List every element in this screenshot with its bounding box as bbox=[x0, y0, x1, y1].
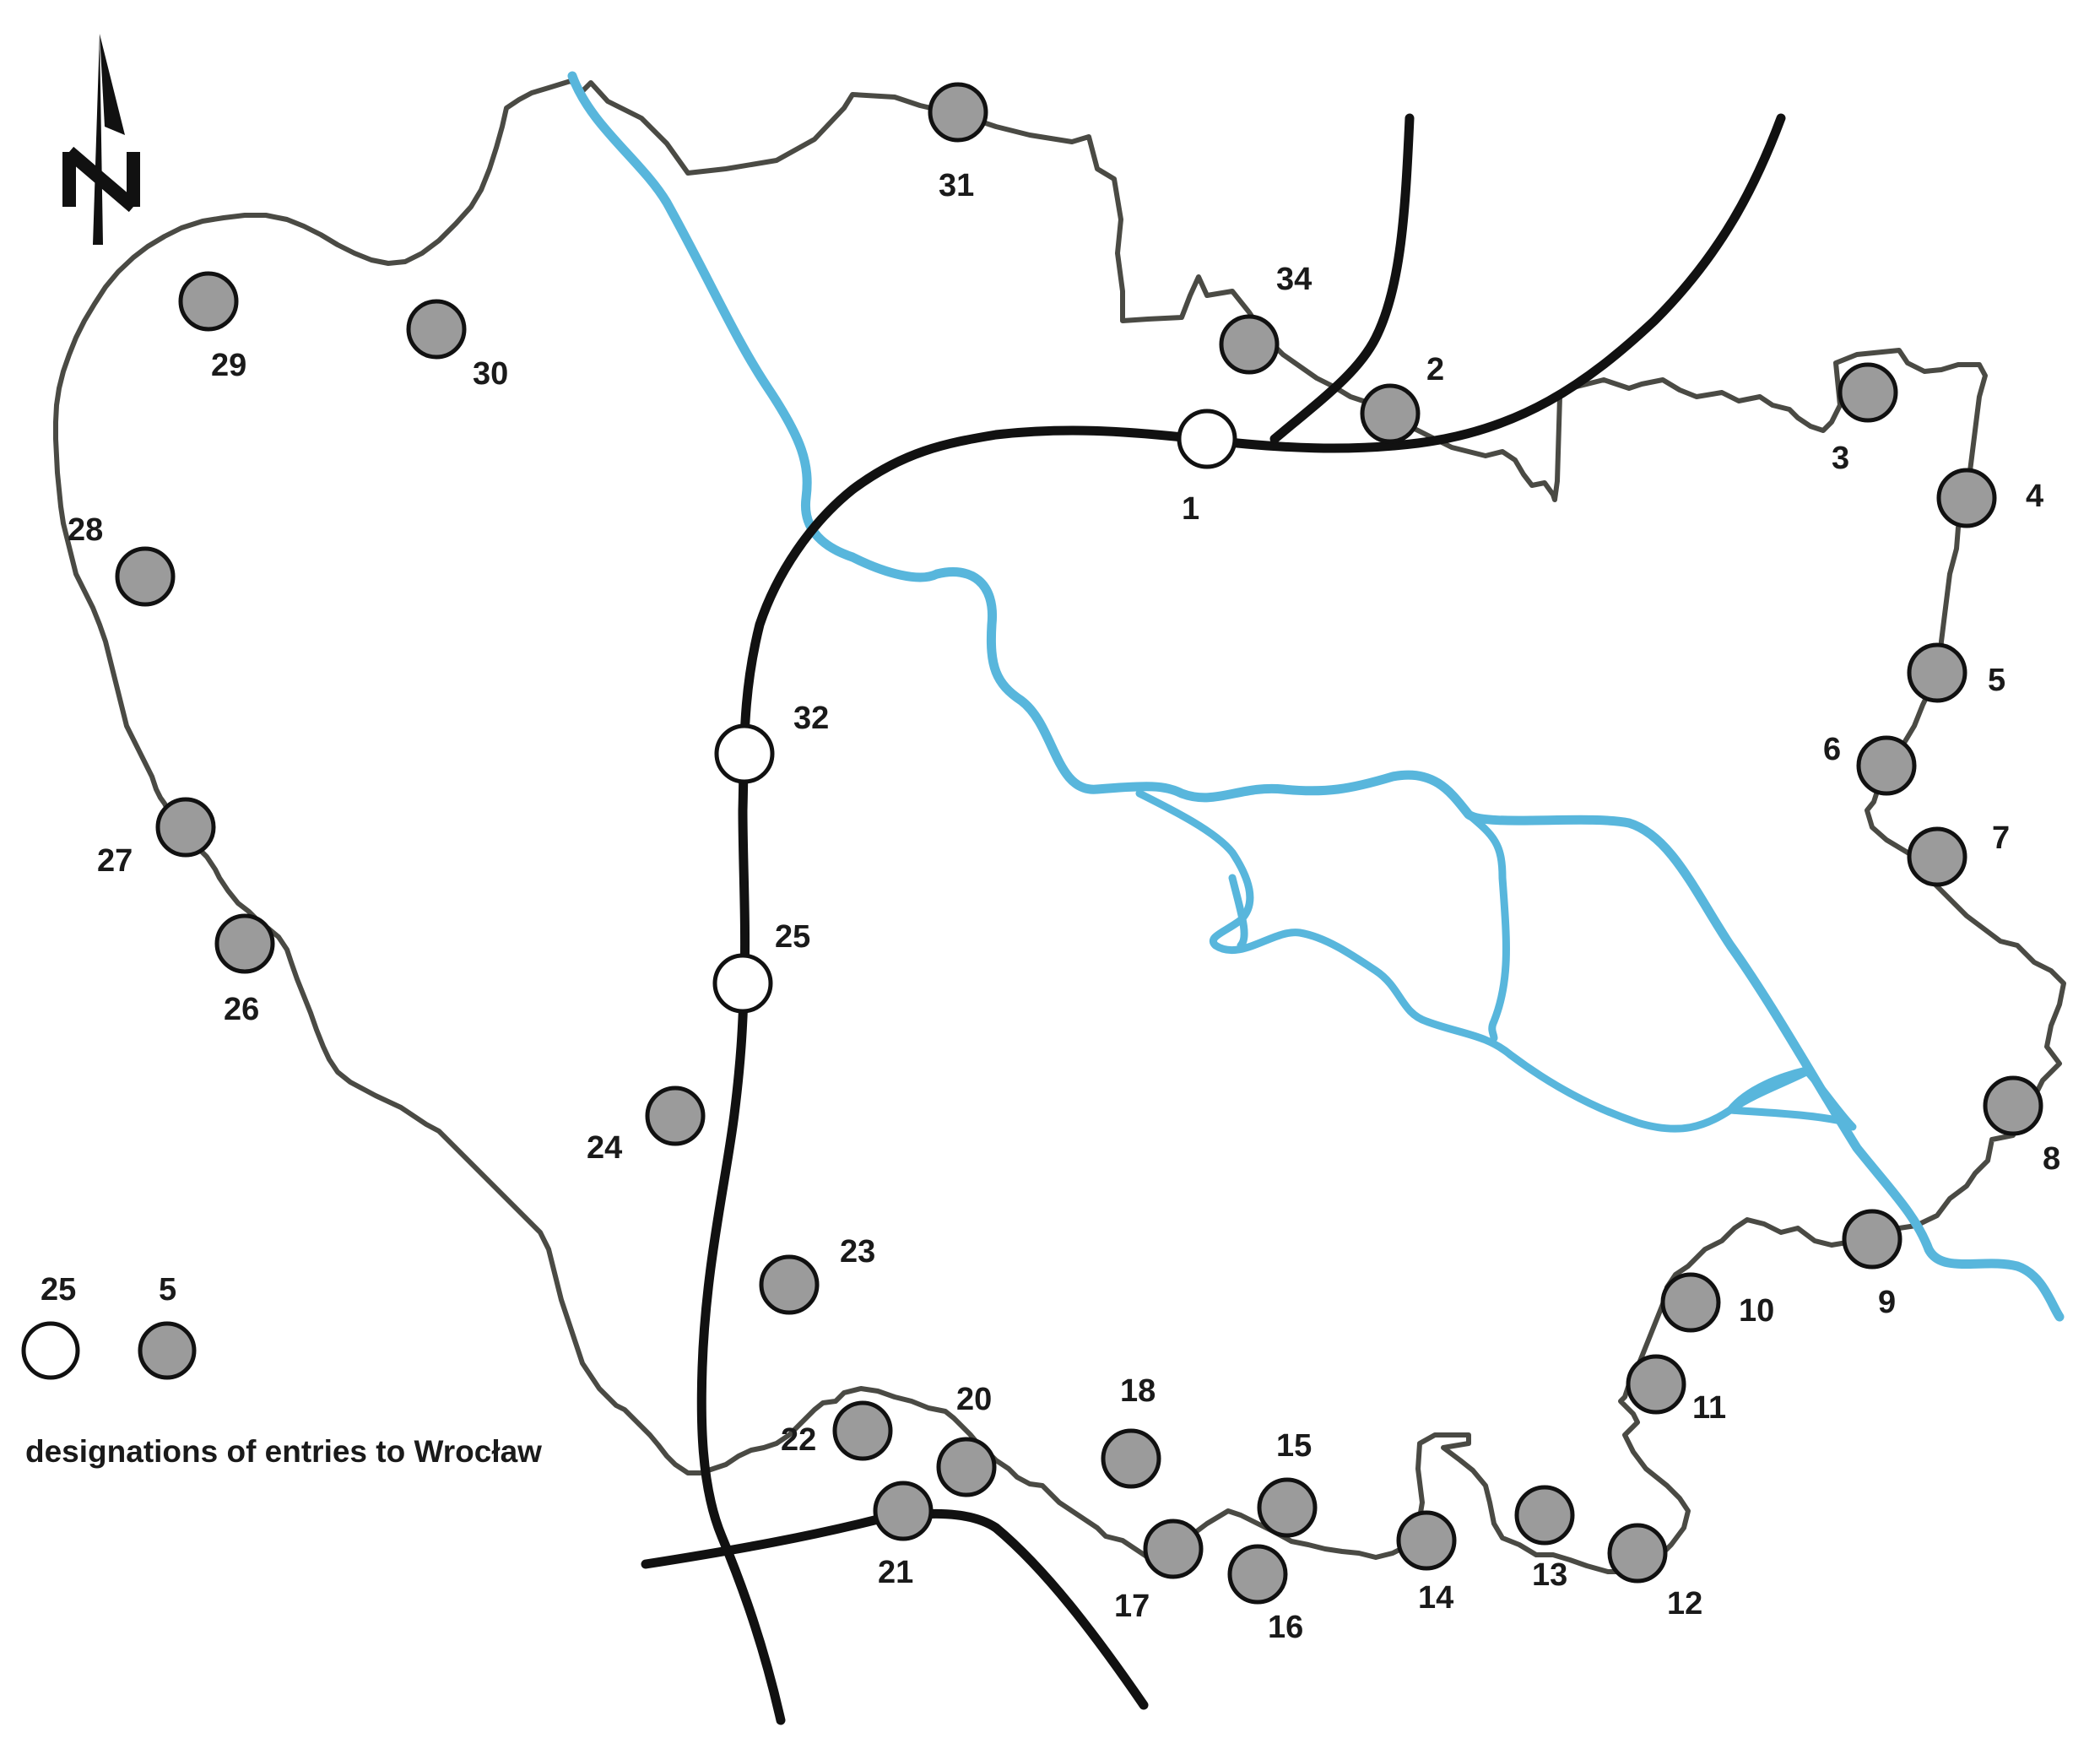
entry-marker-17 bbox=[1143, 1519, 1204, 1579]
entry-marker-1 bbox=[1177, 409, 1237, 469]
entry-marker-14 bbox=[1396, 1510, 1457, 1571]
entry-label-11: 11 bbox=[1692, 1390, 1726, 1426]
entry-label-22: 22 bbox=[781, 1422, 816, 1458]
entry-label-13: 13 bbox=[1532, 1557, 1567, 1593]
entry-marker-20 bbox=[936, 1437, 997, 1497]
entry-marker-34 bbox=[1219, 314, 1280, 375]
entry-label-15: 15 bbox=[1276, 1428, 1312, 1464]
entry-label-6: 6 bbox=[1823, 732, 1841, 767]
entry-label-17: 17 bbox=[1114, 1589, 1150, 1624]
entry-marker-10 bbox=[1660, 1272, 1721, 1333]
entry-label-24: 24 bbox=[587, 1130, 622, 1166]
road-ring bbox=[696, 113, 1786, 1725]
entry-label-10: 10 bbox=[1739, 1293, 1774, 1329]
entry-marker-16 bbox=[1227, 1544, 1288, 1605]
entry-label-14: 14 bbox=[1418, 1580, 1453, 1616]
entry-marker-2 bbox=[1360, 383, 1421, 444]
entry-label-30: 30 bbox=[473, 356, 508, 392]
entry-marker-4 bbox=[1936, 468, 1997, 528]
legend-open-marker bbox=[21, 1321, 80, 1380]
entry-label-26: 26 bbox=[224, 992, 259, 1027]
entry-label-32: 32 bbox=[793, 701, 829, 736]
entry-marker-21 bbox=[873, 1481, 934, 1541]
entry-label-27: 27 bbox=[97, 843, 133, 879]
legend-filled-label: 5 bbox=[159, 1272, 176, 1308]
entry-label-9: 9 bbox=[1878, 1285, 1896, 1320]
entry-label-8: 8 bbox=[2043, 1141, 2060, 1177]
entry-marker-26 bbox=[214, 913, 275, 974]
entry-label-25: 25 bbox=[775, 919, 810, 955]
entry-label-1: 1 bbox=[1182, 491, 1199, 527]
entries-layer: 1234567891011121314151617182021222324252… bbox=[68, 82, 2060, 1645]
legend-open-label: 25 bbox=[41, 1272, 76, 1308]
entry-marker-22 bbox=[832, 1400, 893, 1461]
entry-marker-5 bbox=[1907, 642, 1967, 703]
entry-label-5: 5 bbox=[1988, 663, 2005, 698]
entry-label-2: 2 bbox=[1426, 352, 1444, 387]
entry-marker-12 bbox=[1607, 1523, 1668, 1584]
entry-marker-30 bbox=[406, 299, 467, 360]
entry-label-31: 31 bbox=[939, 168, 974, 203]
legend-filled-marker bbox=[138, 1321, 197, 1380]
entry-label-34: 34 bbox=[1276, 262, 1312, 297]
entry-marker-28 bbox=[115, 546, 176, 607]
entry-marker-32 bbox=[714, 723, 775, 784]
entry-marker-13 bbox=[1514, 1485, 1575, 1546]
entry-label-16: 16 bbox=[1268, 1610, 1303, 1645]
entry-label-18: 18 bbox=[1120, 1373, 1156, 1409]
entry-marker-18 bbox=[1101, 1428, 1161, 1489]
entry-marker-6 bbox=[1856, 735, 1917, 796]
city-boundary bbox=[53, 79, 2066, 1574]
entry-marker-31 bbox=[928, 82, 988, 143]
entry-marker-27 bbox=[155, 797, 216, 858]
entry-marker-8 bbox=[1983, 1075, 2043, 1136]
entry-label-3: 3 bbox=[1832, 441, 1849, 476]
entry-label-21: 21 bbox=[878, 1555, 913, 1590]
entry-label-23: 23 bbox=[840, 1234, 875, 1270]
river-branch bbox=[1135, 789, 1810, 1133]
road-south bbox=[641, 1508, 1149, 1710]
entry-marker-11 bbox=[1626, 1354, 1686, 1415]
road-north bbox=[1269, 113, 1415, 444]
entry-marker-24 bbox=[645, 1086, 706, 1146]
river bbox=[567, 71, 2065, 1322]
entry-label-29: 29 bbox=[211, 348, 246, 383]
entry-label-28: 28 bbox=[68, 512, 103, 548]
entry-label-7: 7 bbox=[1992, 820, 2010, 856]
entry-label-20: 20 bbox=[956, 1382, 992, 1417]
river-branch-3 bbox=[1726, 1066, 1857, 1131]
entry-label-12: 12 bbox=[1667, 1586, 1702, 1622]
entry-marker-23 bbox=[759, 1254, 820, 1315]
entry-marker-9 bbox=[1842, 1209, 1902, 1270]
entry-marker-7 bbox=[1907, 826, 1967, 887]
entry-marker-29 bbox=[178, 271, 239, 332]
entry-marker-25 bbox=[712, 953, 773, 1014]
north-arrow-icon bbox=[62, 34, 140, 245]
entry-marker-3 bbox=[1838, 362, 1898, 423]
river-branch-2 bbox=[1228, 810, 1510, 1042]
entry-label-4: 4 bbox=[2026, 479, 2043, 514]
entry-marker-15 bbox=[1257, 1477, 1318, 1538]
legend-title: designations of entries to Wrocław bbox=[25, 1434, 542, 1469]
legend: 25 5 designations of entries to Wrocław bbox=[21, 1272, 542, 1469]
